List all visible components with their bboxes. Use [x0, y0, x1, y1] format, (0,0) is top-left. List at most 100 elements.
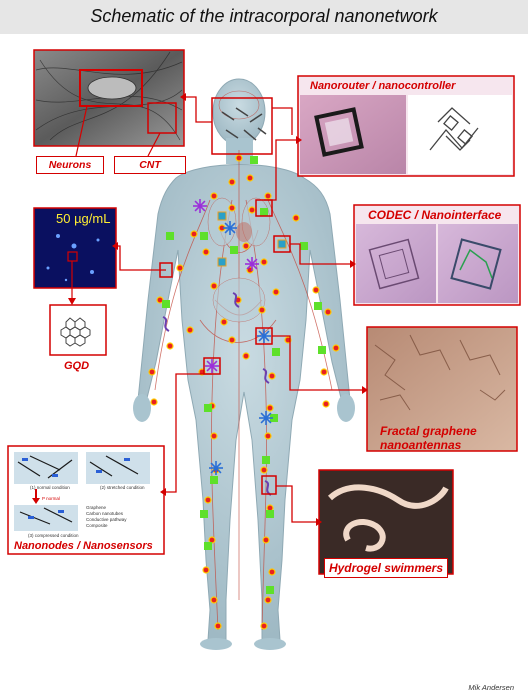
- nanonode-square: [166, 232, 174, 240]
- page-title: Schematic of the intracorporal nanonetwo…: [90, 6, 438, 26]
- blood-nanodot: [258, 306, 266, 314]
- blood-nanodot: [228, 178, 236, 186]
- fractal-label: Fractal graphene nanoantennas: [380, 424, 477, 452]
- nanonode-square: [162, 300, 170, 308]
- condition-p-normal: P normal: [42, 496, 60, 501]
- nanonode-square: [300, 242, 308, 250]
- codec-panel: [353, 204, 521, 306]
- hydrogel-panel: [318, 469, 454, 575]
- blood-nanodot: [268, 372, 276, 380]
- nanonetwork-markers: [148, 154, 340, 630]
- blood-nanodot: [332, 344, 340, 352]
- nanonodes-label: Nanonodes / Nanosensors: [14, 540, 153, 552]
- condition-normal: (1) normal condition: [30, 485, 70, 490]
- nanonode-square: [314, 302, 322, 310]
- nanonode-square: [266, 586, 274, 594]
- human-body: [133, 78, 355, 650]
- legend-cnt: Carbon nanotubes: [86, 511, 124, 516]
- blood-nanodot: [264, 596, 272, 604]
- blood-nanodot: [264, 432, 272, 440]
- brain-box: [211, 97, 273, 155]
- codec-label: CODEC / Nanointerface: [368, 208, 502, 222]
- blood-nanodot: [260, 258, 268, 266]
- title-bar: [0, 0, 528, 34]
- author-credit: Mik Andersen: [468, 683, 514, 692]
- blood-nanodot: [210, 596, 218, 604]
- blood-nanodot: [176, 264, 184, 272]
- nanorouter-panel: [297, 75, 515, 177]
- nanonode-square: [250, 156, 258, 164]
- hydrogel-label: Hydrogel swimmers: [324, 558, 448, 578]
- asterisk-marker: [209, 461, 223, 475]
- legend-composite: Composite: [86, 523, 108, 528]
- asterisk-marker: [259, 411, 273, 425]
- nanonode-square: [260, 208, 268, 216]
- legend-path: Conductive pathway: [86, 517, 127, 522]
- blood-nanodot: [228, 204, 236, 212]
- blood-nanodot: [248, 206, 256, 214]
- nanonode-square: [204, 404, 212, 412]
- nanonodes-legend: Graphene Carbon nanotubes Conductive pat…: [86, 505, 127, 529]
- blood-nanodot: [246, 174, 254, 182]
- blood-nanodot: [272, 288, 280, 296]
- blood-nanodot: [260, 622, 268, 630]
- blood-nanodot: [320, 368, 328, 376]
- blood-nanodot: [264, 192, 272, 200]
- asterisk-marker: [245, 257, 259, 271]
- nanonode-square: [230, 246, 238, 254]
- asterisk-marker: [257, 329, 271, 343]
- asterisk-marker: [193, 199, 207, 213]
- gqd-panel: [33, 207, 117, 356]
- nanorouter-chip: [217, 211, 227, 221]
- blood-nanodot: [228, 336, 236, 344]
- blood-nanodot: [268, 568, 276, 576]
- blood-nanodot: [235, 154, 243, 162]
- nanonode-square: [210, 476, 218, 484]
- nanonode-square: [270, 414, 278, 422]
- blood-nanodot: [312, 286, 320, 294]
- connector-arrowheads: [112, 93, 368, 526]
- cnt-label: CNT: [114, 156, 186, 174]
- legend-graphene: Graphene: [86, 505, 107, 510]
- blood-nanodot: [166, 342, 174, 350]
- nanonode-square: [266, 510, 274, 518]
- neurons-cnt-panel: [33, 49, 185, 157]
- blood-nanodot: [220, 318, 228, 326]
- asterisk-marker: [205, 359, 219, 373]
- blood-nanodot: [266, 404, 274, 412]
- condition-compressed: (3) compressed condition: [28, 533, 79, 538]
- blood-nanodot: [210, 432, 218, 440]
- hydrogel-swimmer-marker: [262, 368, 270, 384]
- hydrogel-swimmer-marker: [162, 316, 170, 332]
- nanonode-square: [200, 510, 208, 518]
- blood-nanodot: [260, 466, 268, 474]
- fractal-panel: [366, 326, 518, 452]
- nanorouter-label: Nanorouter / nanocontroller: [310, 80, 456, 92]
- blood-nanodot: [150, 398, 158, 406]
- nanonode-square: [318, 346, 326, 354]
- nanonode-square: [200, 232, 208, 240]
- blood-nanodot: [292, 214, 300, 222]
- hydrogel-swimmer-marker: [232, 292, 240, 308]
- blood-nanodot: [214, 622, 222, 630]
- asterisk-marker: [223, 221, 237, 235]
- gqd-label: GQD: [64, 360, 90, 372]
- blood-nanodot: [202, 566, 210, 574]
- blood-nanodot: [204, 496, 212, 504]
- blood-nanodot: [242, 352, 250, 360]
- blood-nanodot: [190, 230, 198, 238]
- blood-nanodot: [322, 400, 330, 408]
- neurons-label: Neurons: [36, 156, 104, 174]
- nanonode-square: [272, 348, 280, 356]
- blood-nanodot: [202, 248, 210, 256]
- blood-nanodot: [242, 242, 250, 250]
- blood-nanodot: [210, 282, 218, 290]
- blood-nanodot: [186, 326, 194, 334]
- nanonode-square: [262, 456, 270, 464]
- condition-stretched: (2) stretched condition: [100, 485, 145, 490]
- blood-nanodot: [148, 368, 156, 376]
- nanorouter-chip: [217, 257, 227, 267]
- blood-nanodot: [210, 192, 218, 200]
- blood-nanodot: [262, 536, 270, 544]
